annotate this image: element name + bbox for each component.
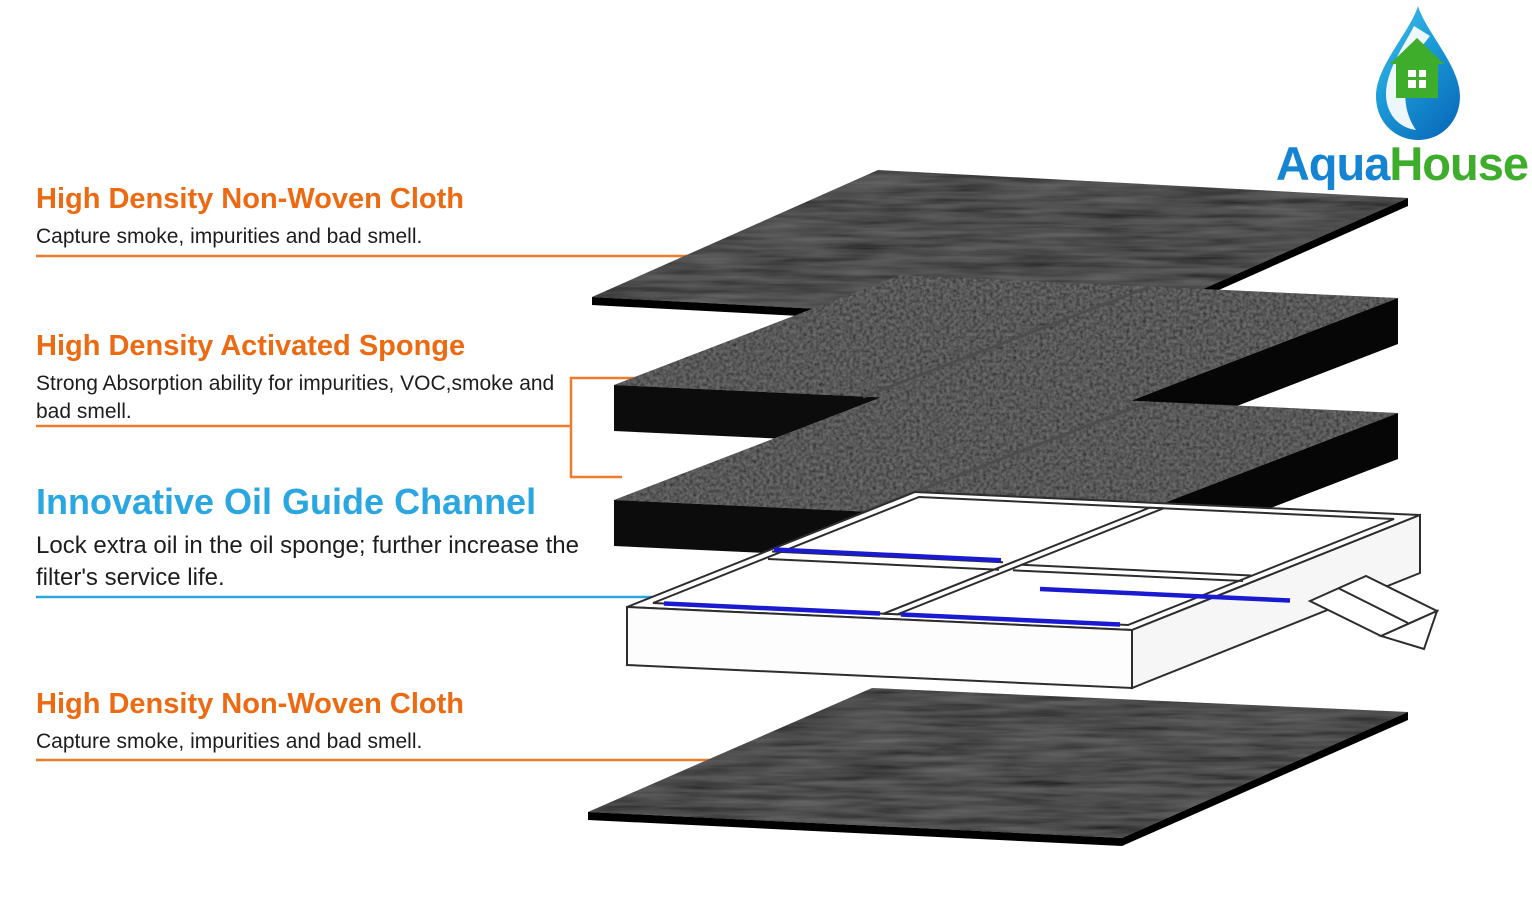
annotation-top-cloth-description: Capture smoke, impurities and bad smell. (36, 225, 423, 248)
annotation-top-cloth-title: High Density Non-Woven Cloth (36, 183, 465, 215)
logo-wordmark: AquaHouse (1268, 136, 1529, 191)
cloth-bottom-edge-right (1122, 712, 1408, 846)
annotation-activated-sponge-description: Strong Absorption ability for impurities… (36, 372, 555, 423)
tray-crossbar-left-b (767, 558, 1000, 571)
annotation-top-cloth: High Density Non-Woven Cloth Capture smo… (36, 183, 464, 251)
cloth-bottom-face (588, 688, 1408, 838)
sponge-upper-seam (862, 285, 1150, 399)
cloth-bottom-edge-front (588, 812, 1122, 846)
water-drop-house-icon (1356, 4, 1480, 144)
annotation-oil-guide-channel: Innovative Oil Guide Channel Lock extra … (36, 481, 624, 593)
oil-channel-blue-line-left-crossbar (773, 547, 1002, 563)
logo-wordmark-house: House (1389, 137, 1529, 190)
oil-channel-blue-line-right-front (900, 612, 1121, 627)
logo-wordmark-aqua: Aqua (1275, 137, 1390, 190)
leader-lines (36, 254, 753, 762)
tray-crossbar-right-b (1012, 569, 1244, 582)
layer-oil-guide-tray (626, 490, 1440, 690)
annotation-oil-guide-channel-description: Lock extra oil in the oil sponge; furthe… (36, 532, 579, 591)
aquahouse-logo: AquaHouse (1268, 0, 1530, 190)
annotation-bottom-cloth: High Density Non-Woven Cloth Capture smo… (36, 688, 464, 756)
drop-inner-gap (1386, 26, 1430, 130)
annotation-bottom-cloth-title: High Density Non-Woven Cloth (36, 688, 465, 720)
oil-channel-blue-lines (663, 547, 1291, 627)
tray-crossbar-right-a (1020, 563, 1252, 577)
oil-drain-spout (1307, 574, 1440, 651)
house-shape (1390, 38, 1444, 98)
tray-middle-divider (883, 506, 1164, 616)
spout-tail (1378, 609, 1439, 651)
leader-bracket-sponge (569, 376, 671, 479)
oil-channel-blue-line-right-crossbar (1039, 586, 1291, 603)
spout-inner-line (1337, 587, 1409, 624)
annotation-bottom-cloth-description: Capture smoke, impurities and bad smell. (36, 730, 423, 753)
annotation-oil-guide-channel-title: Innovative Oil Guide Channel (36, 481, 537, 522)
annotation-activated-sponge-title: High Density Activated Sponge (36, 330, 466, 362)
layer-non-woven-cloth-bottom (588, 688, 1408, 846)
annotation-activated-sponge: High Density Activated Sponge Strong Abs… (36, 330, 561, 425)
cloth-top-face (592, 170, 1408, 325)
oil-channel-blue-line-left-front (663, 601, 881, 616)
